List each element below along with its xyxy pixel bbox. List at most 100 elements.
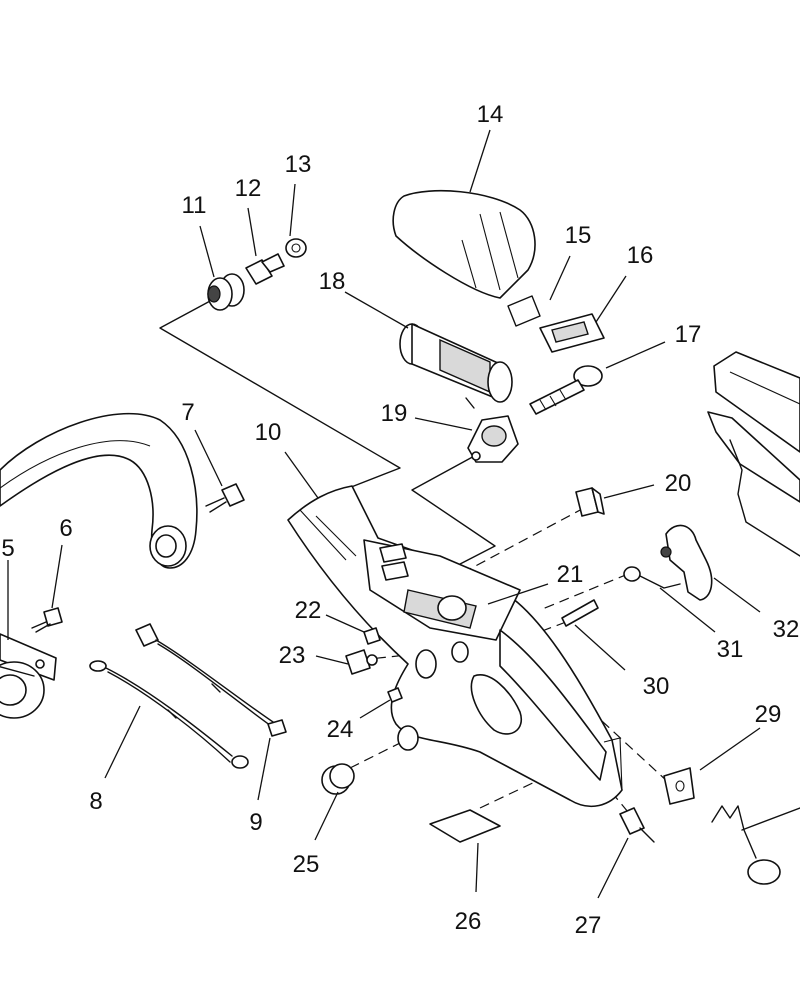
callout-22: 22: [295, 597, 365, 633]
callout-20: 20: [603, 470, 692, 499]
callout-number-31: 31: [717, 636, 744, 663]
callout-27: 27: [575, 837, 629, 939]
callout-leader-31: [659, 587, 716, 633]
callout-leader-18: [344, 291, 409, 329]
callout-10: 10: [255, 419, 319, 499]
part-24-label: [387, 687, 403, 703]
callout-leader-20: [603, 484, 655, 499]
part-29-washer: [663, 767, 695, 805]
part-16-valve-plate: [539, 313, 605, 353]
callout-19: 19: [381, 400, 473, 431]
callout-leader-11: [199, 225, 215, 278]
callout-leader-26: [475, 842, 479, 893]
callout-number-24: 24: [327, 716, 354, 743]
callout-leader-8: [104, 705, 141, 779]
callout-11: 11: [182, 192, 215, 278]
part-5-bushing: [0, 633, 57, 719]
callout-number-7: 7: [181, 399, 194, 426]
callout-9: 9: [249, 737, 271, 836]
callout-number-25: 25: [293, 851, 320, 878]
part-18-filter: [399, 323, 513, 409]
callout-leader-12: [247, 207, 257, 257]
part-27-fitting: [619, 807, 655, 843]
spring-and-plug: [711, 805, 800, 885]
callout-leader-27: [597, 837, 629, 899]
part-20-clip: [575, 487, 605, 517]
callout-leader-17: [605, 341, 666, 369]
callout-number-15: 15: [565, 222, 592, 249]
part-30-pin: [561, 599, 599, 627]
callout-23: 23: [279, 642, 349, 669]
callout-number-8: 8: [89, 788, 102, 815]
callout-number-12: 12: [235, 175, 262, 202]
callout-13: 13: [285, 151, 312, 237]
callout-5: 5: [1, 535, 15, 640]
part-23-button: [345, 649, 378, 675]
part-26-decal: [429, 809, 501, 843]
part-12-fitting: [245, 253, 285, 285]
callout-29: 29: [699, 701, 782, 771]
callout-leader-14: [469, 129, 491, 193]
callout-number-29: 29: [755, 701, 782, 728]
callout-number-19: 19: [381, 400, 408, 427]
callout-number-9: 9: [249, 809, 262, 836]
callout-leader-24: [359, 699, 391, 719]
callout-number-16: 16: [627, 242, 654, 269]
callout-leader-30: [574, 624, 626, 671]
callout-leader-9: [257, 737, 271, 801]
callout-26: 26: [455, 842, 482, 935]
callout-number-27: 27: [575, 912, 602, 939]
callout-number-17: 17: [675, 321, 702, 348]
callout-number-5: 5: [1, 535, 14, 562]
callout-leader-29: [699, 727, 761, 771]
part-25-plug: [321, 763, 355, 795]
callout-number-23: 23: [279, 642, 306, 669]
part-31-spring: [623, 566, 681, 589]
callout-number-21: 21: [557, 561, 584, 588]
callout-30: 30: [574, 624, 670, 700]
callout-number-22: 22: [295, 597, 322, 624]
callout-number-18: 18: [319, 268, 346, 295]
part-15-spring-clip: [507, 295, 541, 327]
callout-leader-15: [549, 255, 571, 301]
callout-32: 32: [713, 577, 799, 643]
part-6-screw: [31, 607, 63, 633]
callout-leader-19: [414, 417, 473, 431]
callout-25: 25: [293, 791, 339, 878]
callout-12: 12: [235, 175, 262, 257]
callout-leader-6: [51, 544, 63, 609]
callout-leader-7: [194, 429, 223, 487]
callout-number-26: 26: [455, 908, 482, 935]
callout-leader-13: [289, 183, 296, 237]
callout-number-13: 13: [285, 151, 312, 178]
callout-18: 18: [319, 268, 409, 329]
callout-number-6: 6: [59, 515, 72, 542]
callout-6: 6: [51, 515, 73, 609]
part-19-fitting: [467, 415, 519, 463]
callout-24: 24: [327, 699, 391, 743]
callout-14: 14: [469, 101, 503, 193]
front-handle-bar: [0, 412, 198, 569]
part-14-cover: [392, 189, 536, 299]
callout-8: 8: [89, 705, 141, 815]
callout-15: 15: [549, 222, 592, 301]
part-22-label: [363, 627, 381, 645]
callout-leader-25: [314, 791, 339, 841]
part-7-screw: [205, 483, 245, 513]
part-8-cable: [89, 660, 249, 769]
right-edge-parts: [707, 351, 800, 557]
callout-16: 16: [595, 242, 654, 323]
part-13-washer: [285, 238, 307, 258]
callout-number-10: 10: [255, 419, 282, 446]
callout-number-30: 30: [643, 673, 670, 700]
callout-leader-32: [713, 577, 761, 613]
callout-leader-21: [487, 583, 549, 605]
callout-layer: 5 6 7 8 9 10 11 12 13 14 15 16 17 18 19 20 21 22 23 24 25 26 2…: [1, 101, 799, 939]
callout-number-20: 20: [665, 470, 692, 497]
part-10-housing: [287, 485, 623, 808]
part-17-bolt: [529, 365, 603, 415]
callout-17: 17: [605, 321, 702, 369]
callout-21: 21: [487, 561, 584, 605]
part-32-lever: [660, 524, 713, 601]
